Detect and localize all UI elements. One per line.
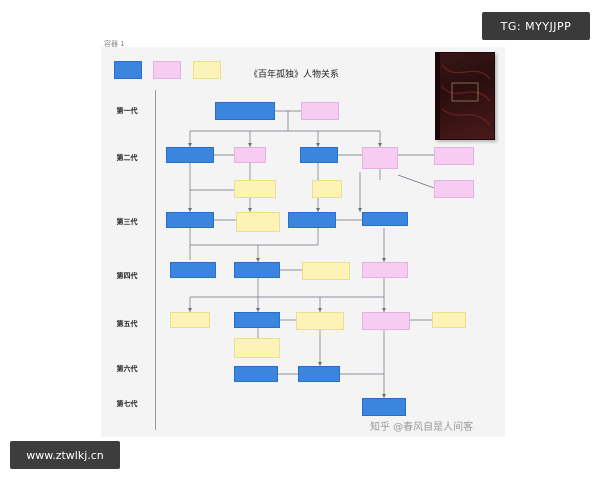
generation-label-4: 第四代 [116,272,138,280]
generation-divider [155,90,156,430]
node-gen3-other-1 [236,212,280,232]
legend-male [114,61,142,79]
generation-label-1: 第一代 [116,107,138,115]
watermark: 知乎 @春风自是人间客 [370,422,474,433]
book-cover-image [435,52,495,140]
node-gen3-male-2 [288,212,336,228]
node-gen2-other-4 [434,180,474,198]
site-badge: www.ztwlkj.cn [10,441,120,469]
legend-other [193,61,221,79]
node-gen5-other-1 [170,312,210,328]
node-gen6-other-1 [234,338,280,358]
node-gen2-other-1 [434,147,474,165]
node-gen5-other-3 [432,312,466,328]
generation-label-3: 第三代 [116,218,138,226]
generation-label-5: 第五代 [116,320,138,328]
node-gen2-male-2 [300,147,338,163]
node-gen6-male-2 [298,366,340,382]
node-gen2-other-2 [234,180,276,198]
node-gen4-other-1 [302,262,350,280]
node-gen7-male-1 [362,398,406,416]
node-gen6-male-1 [234,366,278,382]
generation-label-6: 第六代 [116,365,138,373]
tg-badge: TG: MYYJJPP [482,12,590,40]
node-gen5-male-1 [234,312,280,328]
node-gen5-female-1 [362,312,410,330]
node-gen4-male-2 [234,262,280,278]
node-gen1-female [301,102,339,120]
node-gen3-male-3 [362,212,408,226]
diagram-title: 《百年孤独》人物关系 [248,70,339,80]
container-label: 容器 1 [104,40,125,48]
node-gen4-male-1 [170,262,216,278]
node-gen2-female-2 [362,147,398,169]
node-gen2-other-3 [312,180,342,198]
node-gen2-female-1 [234,147,266,163]
node-gen2-male-1 [166,147,214,163]
node-gen3-male-1 [166,212,214,228]
legend-female [153,61,181,79]
node-gen5-other-2 [296,312,344,330]
node-gen1-male [215,102,275,120]
node-gen4-female-1 [362,262,408,278]
generation-label-2: 第二代 [116,154,138,162]
generation-label-7: 第七代 [116,400,138,408]
